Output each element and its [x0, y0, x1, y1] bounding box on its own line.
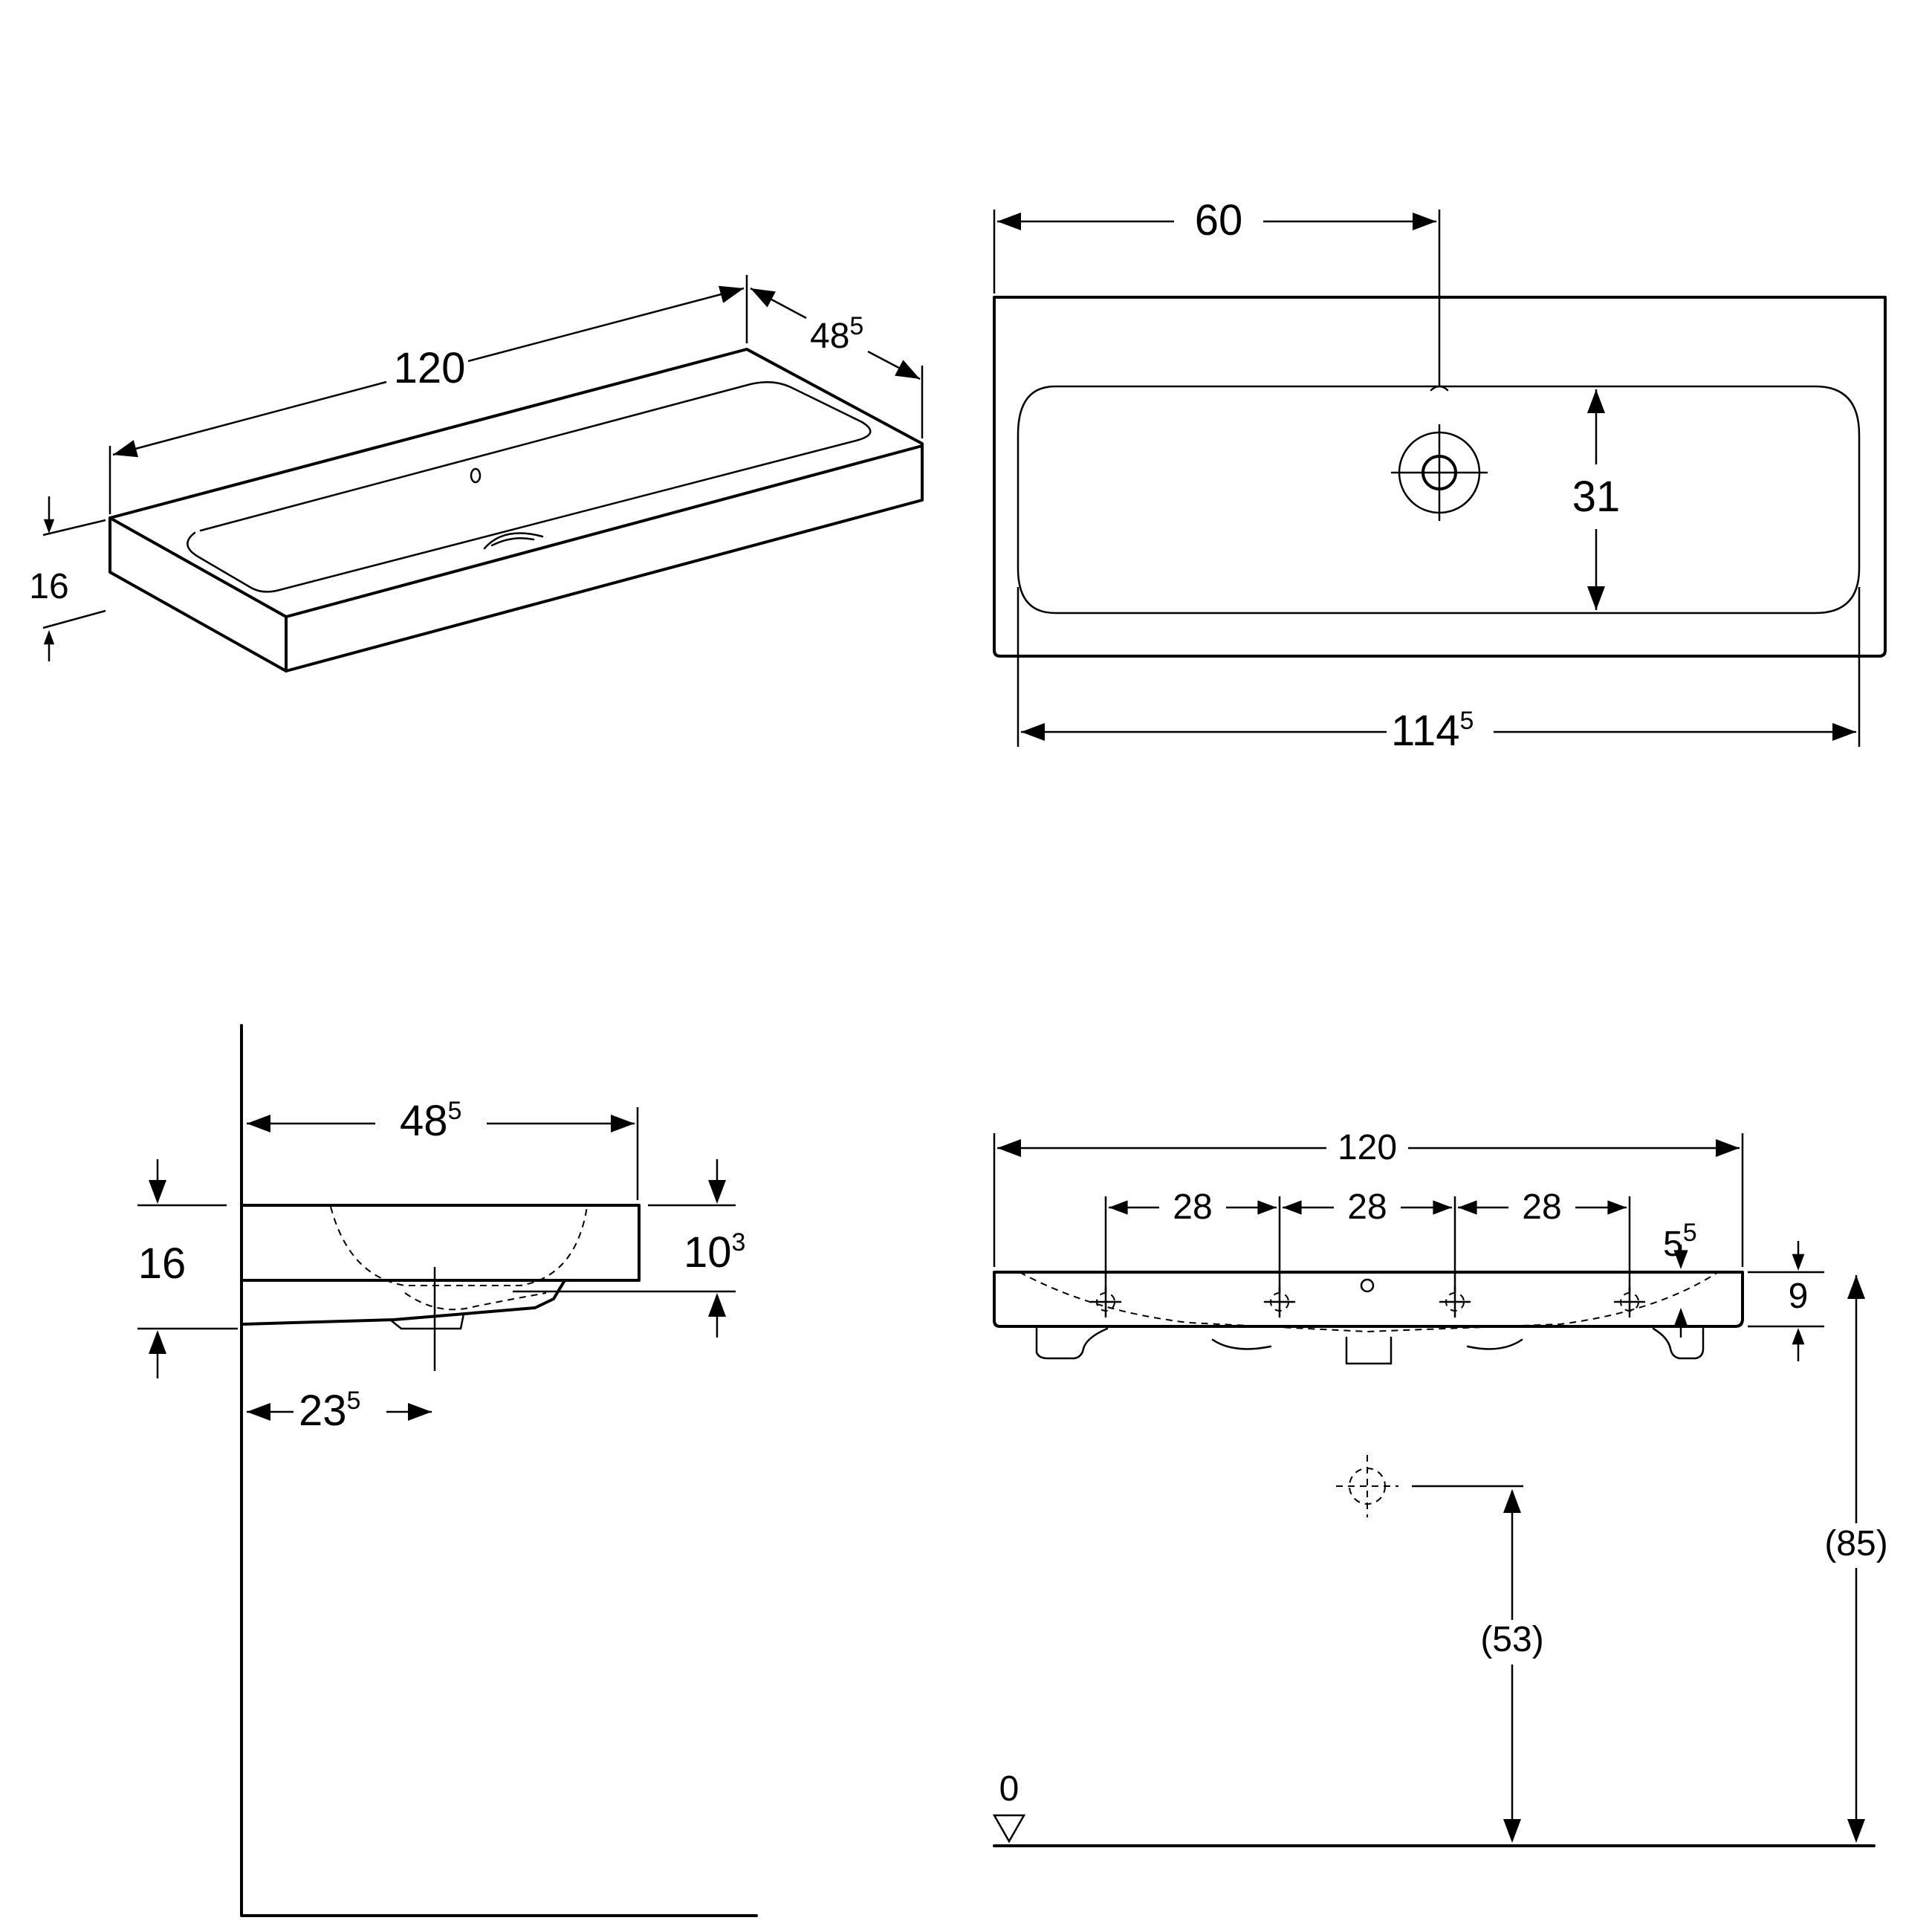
dim-depth-label: 485 [810, 312, 863, 356]
dim-tap-offset-label: 60 [1195, 196, 1243, 244]
dim-bowl-height: 103 [513, 1159, 745, 1338]
dim-side-height-label: 16 [138, 1239, 187, 1288]
dim-depth: 485 [746, 280, 924, 438]
top-view: 60 31 1145 [993, 196, 1887, 755]
dim-spacing-1-label: 28 [1173, 1187, 1212, 1227]
side-view: 485 16 103 235 [137, 1024, 758, 1917]
dim-spacing-2-label: 28 [1347, 1187, 1387, 1227]
top-view-bowl [1017, 385, 1861, 615]
dim-side-depth-label: 485 [400, 1097, 461, 1145]
basin-top-outline [108, 348, 924, 672]
isometric-view: 120 485 16 [29, 275, 924, 672]
dim-bowl-depth-label: 31 [1572, 473, 1621, 521]
side-basin-bottom [242, 1279, 566, 1326]
dim-front-width-label: 120 [1338, 1128, 1397, 1167]
dim-front-width: 120 [993, 1128, 1744, 1267]
dim-length-label: 120 [394, 344, 466, 392]
front-basin-legs [1035, 1327, 1705, 1360]
dim-rim: 9 [1748, 1241, 1824, 1361]
dim-rim-height: (85) [1824, 1275, 1888, 1843]
dim-inner-width-label: 1145 [1391, 707, 1474, 755]
front-view: 120 28 28 28 [992, 1128, 1888, 1847]
dim-side-height: 16 [137, 1159, 238, 1378]
front-drain-outlet [1345, 1336, 1393, 1365]
dim-rim-height-label: (85) [1824, 1524, 1887, 1563]
wall-line [240, 1024, 758, 1917]
dim-bowl-height-label: 103 [684, 1228, 745, 1277]
drain-symbol [1390, 424, 1488, 522]
floor-label: 0 [999, 1769, 1020, 1809]
dim-bowl-depth: 31 [1572, 389, 1621, 610]
dim-drain-offset: 235 [247, 1387, 432, 1435]
dim-length: 120 [108, 275, 748, 514]
floor-reference: 0 [992, 1769, 1876, 1847]
dim-edge-offset-label: 55 [1663, 1219, 1697, 1264]
front-basin-outline [993, 1271, 1744, 1328]
dim-side-depth: 485 [247, 1097, 639, 1200]
top-view-outline [993, 296, 1887, 658]
dim-tap-offset: 60 [993, 196, 1449, 392]
dim-hole-spacing: 28 28 28 [1104, 1187, 1631, 1293]
mounting-holes [1089, 1278, 1646, 1318]
side-hidden-bowl [330, 1206, 588, 1286]
dim-inner-width: 1145 [1017, 587, 1861, 755]
tap-hole [470, 467, 482, 484]
front-hidden-bowl [1019, 1271, 1719, 1333]
drain-opening [483, 532, 544, 550]
dim-waste-height: (53) [1412, 1485, 1544, 1843]
dim-height-label: 16 [29, 567, 68, 606]
dim-height: 16 [29, 496, 106, 661]
dim-spacing-3-label: 28 [1522, 1187, 1561, 1227]
side-basin-outline [242, 1204, 641, 1282]
dim-edge-offset: 55 [1663, 1219, 1697, 1338]
dim-waste-height-label: (53) [1480, 1620, 1543, 1659]
side-drain-outlet [389, 1312, 465, 1330]
basin-bowl-outline [187, 381, 872, 593]
waste-position-symbol [1336, 1455, 1398, 1517]
dim-rim-label: 9 [1789, 1277, 1809, 1316]
dim-drain-offset-label: 235 [299, 1387, 360, 1435]
